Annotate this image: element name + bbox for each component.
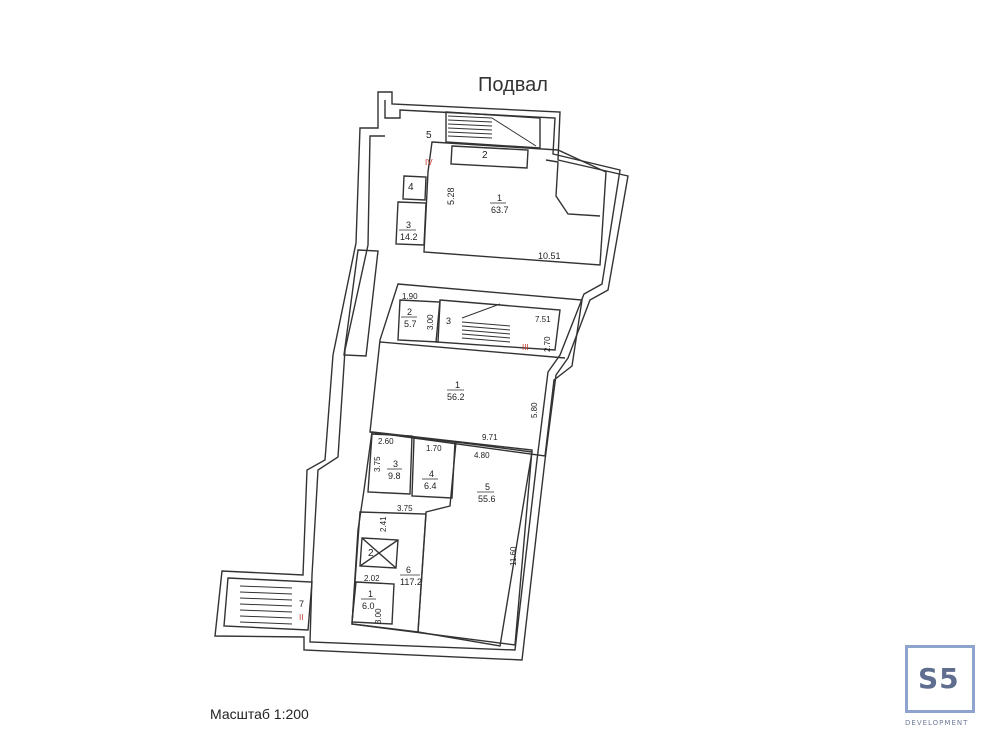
room-label: 3	[406, 220, 411, 230]
room-6-box	[351, 511, 427, 633]
dimension: 5.28	[446, 187, 456, 205]
dimension: 2.41	[379, 516, 388, 532]
room-label: 5	[426, 130, 432, 141]
room-area: 14.2	[400, 232, 418, 242]
room-label: 4	[408, 182, 414, 193]
room-4-low-box	[411, 437, 456, 499]
elevator-cross-2	[359, 539, 399, 567]
outer-wall	[214, 91, 629, 661]
stair-treads	[239, 115, 537, 625]
room-1-low-box	[351, 581, 395, 625]
room-label: 2	[407, 307, 412, 317]
dimension: 11.60	[509, 546, 518, 566]
room-area: 6.0	[362, 601, 375, 611]
room-label: 2	[368, 548, 374, 559]
dimension: 2.70	[543, 336, 552, 352]
room-label: 2	[482, 150, 488, 161]
dimension: 3.00	[426, 314, 435, 330]
mid-divider	[379, 341, 566, 359]
logo-frame: S5	[905, 645, 975, 713]
dimension: 1.70	[426, 444, 442, 453]
room-3-low-box	[367, 433, 413, 495]
stair-label: II	[299, 613, 303, 622]
scale-label: Масштаб 1:200	[210, 706, 309, 722]
room-5-low-box	[417, 441, 533, 647]
dimension: 2.60	[378, 437, 394, 446]
corridor-strip	[343, 249, 379, 357]
dimension: 3.75	[397, 504, 413, 513]
room-2-top-box	[450, 145, 529, 169]
stair-ii-box	[223, 577, 313, 631]
room-area: 117.2	[400, 577, 422, 587]
room-label: 1	[497, 193, 502, 203]
dimension: 3.00	[374, 608, 383, 624]
niche-wall	[545, 159, 601, 217]
dimension: 9.71	[482, 433, 498, 442]
plan-title: Подвал	[478, 74, 548, 96]
room-area: 55.6	[478, 494, 496, 504]
room-area: 63.7	[491, 205, 509, 215]
room-area: 5.7	[404, 319, 417, 329]
logo-mark: S5	[918, 662, 960, 695]
room-label: 3	[393, 459, 398, 469]
stair-iii-box	[435, 299, 561, 351]
dimension: 3.75	[373, 456, 382, 472]
top-block-wall	[423, 141, 607, 266]
room-area: 6.4	[424, 481, 437, 491]
dimension: 1.90	[402, 292, 418, 301]
room-label: 3	[446, 316, 451, 326]
room-label: 5	[485, 482, 490, 492]
room-4-top-box	[402, 175, 427, 201]
s5-logo: S5 DEVELOPMENT	[905, 645, 980, 730]
dimension: 4.80	[474, 451, 490, 460]
room-label: 6	[406, 565, 411, 575]
stair-label: III	[522, 343, 529, 352]
dimension: 5.80	[530, 402, 539, 418]
room-area: 9.8	[388, 471, 401, 481]
room-label: 4	[429, 469, 434, 479]
logo-subtitle: DEVELOPMENT	[905, 719, 969, 727]
stair-label: IV	[425, 158, 433, 167]
room-label: 7	[299, 599, 304, 609]
room-label: 1	[455, 380, 460, 390]
middle-block-wall	[369, 283, 583, 457]
dimension: 2.02	[364, 574, 380, 583]
room-3-top-box	[395, 201, 427, 246]
stair-iv-box	[445, 111, 541, 149]
room-area: 56.2	[447, 392, 465, 402]
dimension: 7.51	[535, 315, 551, 324]
dimension: 10.51	[538, 251, 561, 261]
room-label: 1	[368, 589, 373, 599]
